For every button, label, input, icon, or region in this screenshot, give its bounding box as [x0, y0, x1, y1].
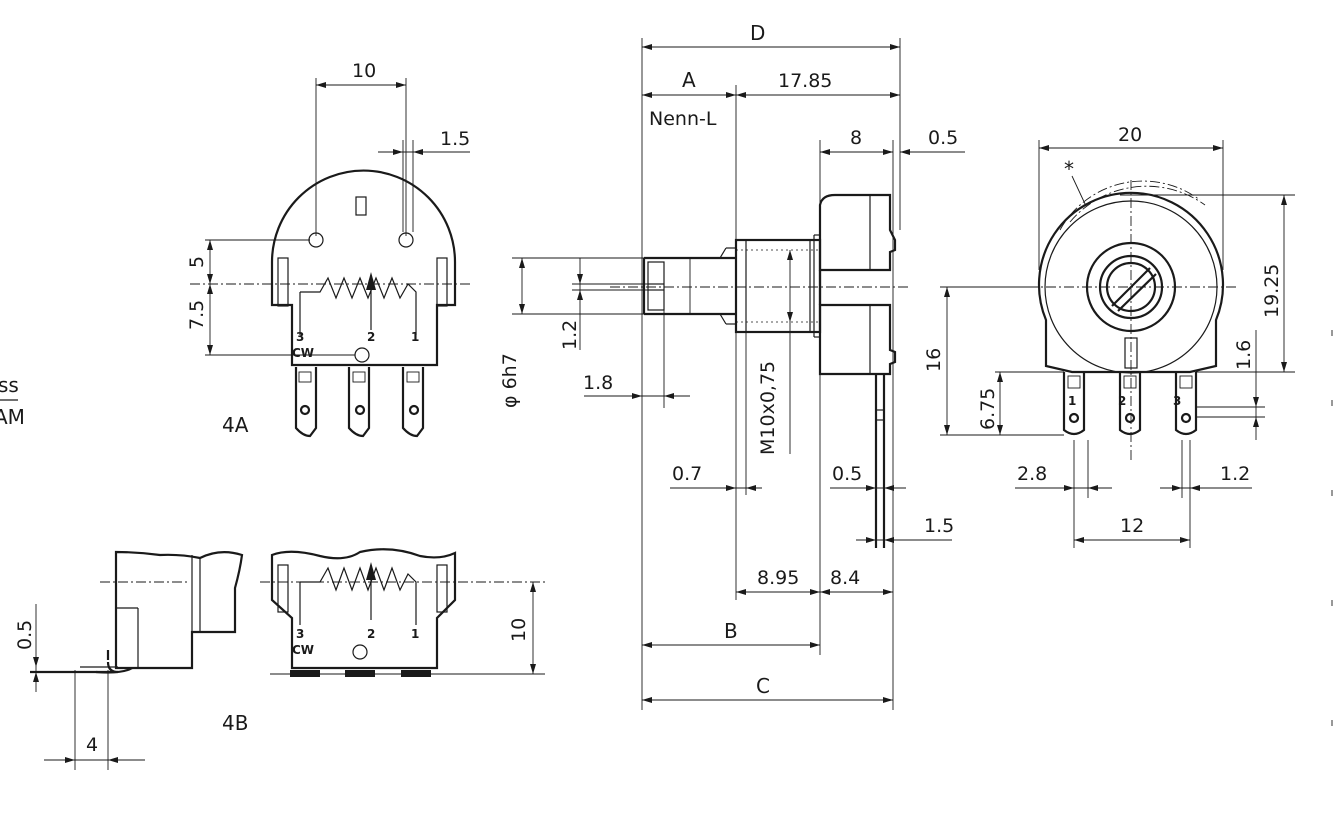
- dim-12: 12: [1120, 515, 1144, 537]
- dim-16: 16: [923, 348, 945, 372]
- housing-outline-4a: [270, 169, 457, 367]
- side-elevation: D A 17.85 Nenn-L 8 0.5 φ 6h7 1.2: [499, 21, 965, 710]
- pin-label-3-rear: 3: [1173, 394, 1181, 408]
- cw-label-4a: CW: [292, 346, 314, 360]
- resistor-track-4a: [300, 276, 417, 335]
- side-slot-right-4a: [436, 257, 448, 307]
- label-nenn-l: Nenn-L: [649, 108, 717, 130]
- dim-C: C: [756, 674, 770, 698]
- rear-housing: [1037, 191, 1225, 374]
- mount-hole-bottom: [354, 347, 370, 363]
- pin-label-3-4b: 3: [296, 627, 304, 641]
- front-profile-4b: [270, 548, 457, 670]
- dim-thread: M10x0,75: [757, 361, 779, 455]
- bushing: [734, 238, 822, 334]
- wiper-arrow-4a: [366, 272, 376, 290]
- pin-label-2-rear: 2: [1118, 394, 1126, 408]
- pin-label-2-4b: 2: [367, 627, 375, 641]
- top-notch-4a: [355, 196, 367, 216]
- dim-B: B: [724, 619, 738, 643]
- dim-8-4: 8.4: [830, 567, 860, 589]
- side-profile-4b: [114, 550, 244, 670]
- dim-17-85: 17.85: [778, 70, 832, 92]
- pin-label-2-4a: 2: [367, 330, 375, 344]
- dim-1-5-4a: 1.5: [440, 128, 470, 150]
- dim-4-4b: 4: [86, 734, 98, 756]
- dim-1-6: 1.6: [1233, 340, 1255, 370]
- terminals-4a: [294, 367, 425, 438]
- edge-text: ss AM: [0, 373, 25, 429]
- star-marker: *: [1064, 157, 1074, 181]
- pin-label-1-4b: 1: [411, 627, 419, 641]
- dim-20: 20: [1118, 124, 1142, 146]
- dim-8: 8: [850, 127, 862, 149]
- edge-text-ss: ss: [0, 373, 19, 397]
- dim-1-8-slot: 1.8: [583, 372, 613, 394]
- rear-terminals: [1062, 372, 1198, 436]
- dim-shaft-dia: φ 6h7: [499, 353, 521, 408]
- dim-0-5-mid: 0.5: [832, 463, 862, 485]
- dim-7-5-4a: 7.5: [186, 300, 208, 330]
- edge-text-am: AM: [0, 405, 25, 429]
- dim-1-2-pin: 1.2: [1220, 463, 1250, 485]
- view-label-4b: 4B: [222, 711, 248, 735]
- dim-10-4b: 10: [508, 618, 530, 642]
- dim-1-5-pin: 1.5: [924, 515, 954, 537]
- dim-8-95: 8.95: [757, 567, 799, 589]
- pin-label-1-4a: 1: [411, 330, 419, 344]
- dim-A: A: [682, 68, 696, 92]
- view-label-4a: 4A: [222, 413, 249, 437]
- dim-0-5-4b: 0.5: [14, 620, 36, 650]
- dim-0-7: 0.7: [672, 463, 702, 485]
- dim-5-4a: 5: [186, 256, 208, 268]
- pin-label-3-4a: 3: [296, 330, 304, 344]
- dim-1-2-slot: 1.2: [559, 320, 581, 350]
- cw-label-4b: CW: [292, 643, 314, 657]
- dim-0-5-top: 0.5: [928, 127, 958, 149]
- view-4a: 3 CW 2 1 10 1.5: [186, 60, 470, 438]
- dim-10-4a: 10: [352, 60, 376, 82]
- rear-view: 1 2 3 20 * 19.25 16 6.75: [923, 124, 1295, 548]
- dim-D: D: [750, 21, 765, 45]
- dim-6-75: 6.75: [977, 388, 999, 430]
- side-slot-left-4a: [277, 257, 289, 307]
- pin-label-1-rear: 1: [1068, 394, 1076, 408]
- dim-19-25: 19.25: [1261, 264, 1283, 318]
- view-4b: 3 CW 2 1 10 0.5 4 4B: [14, 548, 545, 770]
- dim-2-8: 2.8: [1017, 463, 1047, 485]
